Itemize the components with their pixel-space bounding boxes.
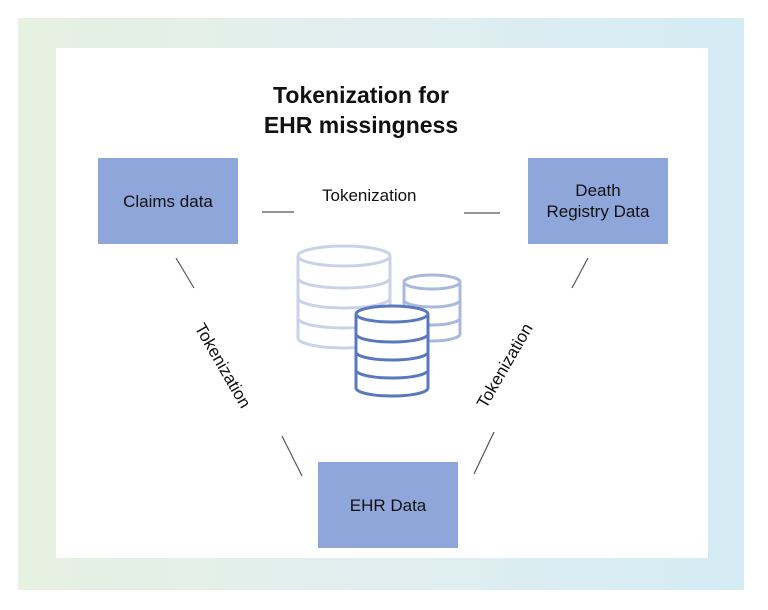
connector-right-upper <box>571 257 589 289</box>
connector-left-upper <box>175 257 195 289</box>
title-line-1: Tokenization for <box>273 82 449 108</box>
connector-right-lower <box>473 431 495 475</box>
death-registry-node: Death Registry Data <box>528 158 668 244</box>
diagram-title: Tokenization for EHR missingness <box>236 80 486 140</box>
connector-left-lower <box>281 435 303 477</box>
death-registry-line-1: Death <box>575 181 621 200</box>
claims-data-node: Claims data <box>98 158 238 244</box>
edge-label-top: Tokenization <box>322 186 417 205</box>
claims-data-label: Claims data <box>123 191 213 211</box>
title-line-2: EHR missingness <box>263 112 459 138</box>
death-registry-label: Death Registry Data <box>547 180 650 222</box>
death-registry-line-2: Registry Data <box>546 202 650 221</box>
database-icon-front <box>354 304 430 398</box>
ehr-data-node: EHR Data <box>318 462 458 548</box>
ehr-data-label: EHR Data <box>349 495 427 515</box>
